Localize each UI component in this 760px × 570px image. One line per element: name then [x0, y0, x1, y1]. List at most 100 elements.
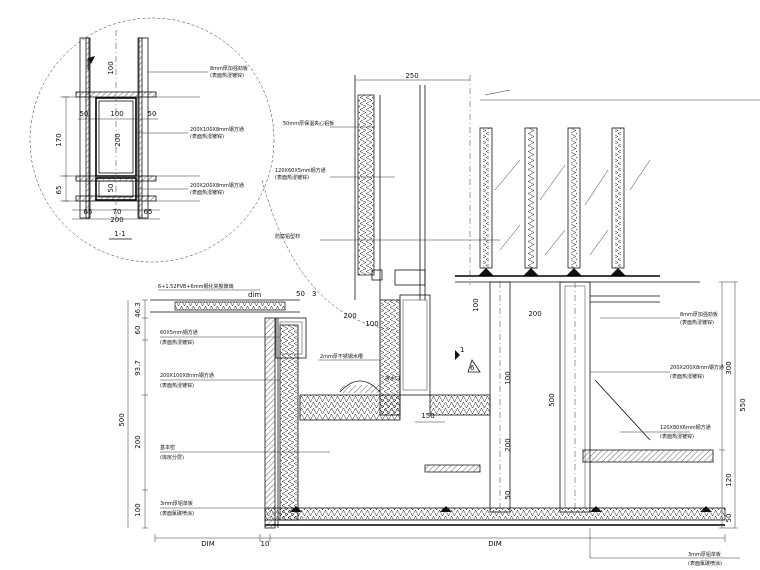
annotation-base: 基本密 (库房分层)	[160, 444, 330, 461]
svg-text:(表面热浸镀锌): (表面热浸镀锌)	[190, 189, 224, 196]
dim-250: 250	[405, 72, 418, 80]
svg-text:(表面热浸镀锌): (表面热浸镀锌)	[680, 319, 714, 326]
dim-bottom-dim-right: DIM	[488, 540, 502, 548]
svg-text:2mm厚不锈钢水槽: 2mm厚不锈钢水槽	[320, 353, 363, 360]
detail-dim-70: 70	[113, 208, 122, 216]
detail-dim-100-mid: 100	[110, 110, 123, 118]
dim-col-200-lower: 200	[504, 438, 512, 451]
detail-dim-170: 170	[55, 133, 63, 146]
detail-dim-65-bl: 65	[84, 208, 93, 216]
svg-text:8mm厚加强劲板: 8mm厚加强劲板	[680, 311, 718, 318]
detail-1-1: 170 65 100 50 100 50 200 50 65 70 65 200…	[29, 17, 396, 331]
fin-1	[479, 127, 493, 269]
bottom-cladding	[264, 507, 726, 521]
detail-section-label: 1-1	[114, 230, 125, 238]
svg-text:8mm厚加强劲板: 8mm厚加强劲板	[210, 65, 248, 72]
detail-circle	[29, 17, 275, 263]
detail-dim-65-left: 65	[55, 186, 63, 195]
annotation-3mm-left: 3mm厚铝单板 (表面氟碳喷涂)	[160, 500, 265, 517]
fin-4	[611, 127, 625, 269]
dim-left-500: 500	[118, 413, 126, 426]
annotation-gutter: 2mm厚不锈钢水槽	[318, 353, 380, 361]
svg-text:6+1.52PVB+6mm钢化夹胶玻璃: 6+1.52PVB+6mm钢化夹胶玻璃	[158, 283, 233, 290]
left-cladding	[264, 317, 276, 529]
detail-flag-marker	[88, 56, 95, 64]
main-section: 6+1.52PVB+6mm钢化夹胶玻璃 dim 50 3 100 200 1 50…	[118, 281, 747, 567]
annotation-120x60: 120X60X5mm钢方通 (表面热浸镀锌)	[275, 167, 395, 181]
detail-annotation-tube-200x200: 200X200X8mm钢方通 (表面热浸镀锌)	[136, 182, 244, 196]
callout-mark-6	[467, 359, 481, 373]
svg-text:3mm厚铝单板: 3mm厚铝单板	[688, 551, 721, 558]
svg-text:200X200X8mm钢方通: 200X200X8mm钢方通	[670, 364, 724, 371]
svg-text:防腐铝型材: 防腐铝型材	[275, 233, 300, 240]
dim-inner-200: 200	[343, 312, 356, 320]
dim-left-200: 200	[134, 435, 142, 448]
annotation-200x100-main: 200X100X8mm钢方通 (表面热浸镀锌)	[160, 372, 280, 389]
svg-text:3mm厚铝单板: 3mm厚铝单板	[160, 500, 193, 507]
detail-dim-65-br: 65	[144, 208, 153, 216]
detail-annotation-stiffener: 8mm厚加强劲板 (表面热浸镀锌)	[148, 65, 248, 79]
dim-col-100-top: 100	[472, 298, 480, 311]
annotation-120x80: 120X80X6mm钢方通 (表面热浸镀锌)	[620, 424, 711, 440]
fin-2	[524, 127, 538, 269]
svg-text:(库房分层): (库房分层)	[160, 454, 184, 461]
detail-column-right	[137, 37, 149, 219]
dim-left-46-3: 46.3	[134, 302, 142, 318]
svg-text:1: 1	[460, 346, 464, 354]
svg-text:(表面热浸镀锌): (表面热浸镀锌)	[210, 72, 244, 79]
dim-bottom-10: 10	[261, 540, 270, 548]
svg-text:(表面氟碳喷涂): (表面氟碳喷涂)	[688, 560, 722, 567]
dim-3-top: 3	[312, 290, 316, 298]
detail-dim-200-mid: 200	[114, 133, 122, 146]
svg-text:(表面热浸镀锌): (表面热浸镀锌)	[190, 133, 224, 140]
dim-right-300: 300	[725, 361, 733, 374]
detail-annotation-tube-200x100: 200X100X8mm钢方通 (表面热浸镀锌)	[136, 126, 244, 140]
svg-text:120X60X5mm钢方通: 120X60X5mm钢方通	[275, 167, 326, 174]
fin-3	[567, 127, 581, 269]
insulated-panel	[357, 94, 375, 276]
detail-dim-50-right: 50	[148, 110, 157, 118]
detail-dim-200-bottom: 200	[110, 216, 123, 224]
svg-text:6: 6	[470, 364, 475, 372]
detail-leader	[261, 179, 396, 331]
svg-text:60X5mm钢方通: 60X5mm钢方通	[160, 329, 198, 336]
dim-col-100: 100	[504, 371, 512, 384]
glass-fins	[455, 89, 760, 283]
dim-col-50: 50	[504, 491, 512, 500]
dim-right-120: 120	[725, 473, 733, 486]
annotation-200x200-right: 200X200X8mm钢方通 (表面热浸镀锌)	[590, 364, 724, 380]
svg-text:(表面热浸镀锌): (表面热浸镀锌)	[275, 174, 309, 181]
svg-text:200X100X8mm钢方通: 200X100X8mm钢方通	[190, 126, 244, 133]
inner-wall-insulation	[379, 299, 401, 416]
detail-dim-50-left: 50	[80, 110, 89, 118]
dim-50-top: 50	[296, 290, 305, 298]
svg-text:(表面热浸镀锌): (表面热浸镀锌)	[160, 382, 194, 389]
annotation-insulated-panel: 50mm厚保温夹心铝板	[283, 120, 375, 128]
svg-text:(表面热浸镀锌): (表面热浸镀锌)	[660, 433, 694, 440]
dim-inner-100: 100	[365, 320, 378, 328]
svg-text:(表面热浸镀锌): (表面热浸镀锌)	[670, 373, 704, 380]
svg-text:(表面氟碳喷涂): (表面氟碳喷涂)	[160, 510, 194, 517]
upper-wall-panel: 250 50mm厚保温夹心铝板 120X60X5mm钢方通 (表面热浸镀锌) 防…	[275, 72, 500, 300]
dim-left-60: 60	[134, 326, 142, 335]
detail-column-left	[79, 37, 91, 219]
annotation-aluminium-profile: 防腐铝型材	[275, 233, 500, 241]
annotation-60x5: 60X5mm钢方通 (表面热浸镀锌)	[160, 329, 280, 346]
svg-text:基本密: 基本密	[160, 444, 175, 451]
dim-glass: dim	[248, 291, 261, 299]
svg-text:200X200X8mm钢方通: 200X200X8mm钢方通	[190, 182, 244, 189]
dim-left-93-7: 93.7	[134, 360, 142, 376]
svg-text:50mm厚保温夹心铝板: 50mm厚保温夹心铝板	[283, 120, 334, 127]
dim-right-550: 550	[739, 398, 747, 411]
right-box	[399, 294, 431, 396]
annotation-8mm-right: 8mm厚加强劲板 (表面热浸镀锌)	[600, 311, 718, 326]
dim-col-500: 500	[548, 393, 556, 406]
laminated-glass: 6+1.52PVB+6mm钢化夹胶玻璃 dim 50 3	[150, 283, 316, 313]
annotation-drain: 排水口	[385, 375, 400, 382]
dim-bottom-dim-left: DIM	[201, 540, 215, 548]
dim-right-50: 50	[725, 514, 733, 523]
svg-text:120X80X6mm钢方通: 120X80X6mm钢方通	[660, 424, 711, 431]
dim-col-200: 200	[528, 310, 541, 318]
svg-text:排水口: 排水口	[385, 375, 400, 382]
